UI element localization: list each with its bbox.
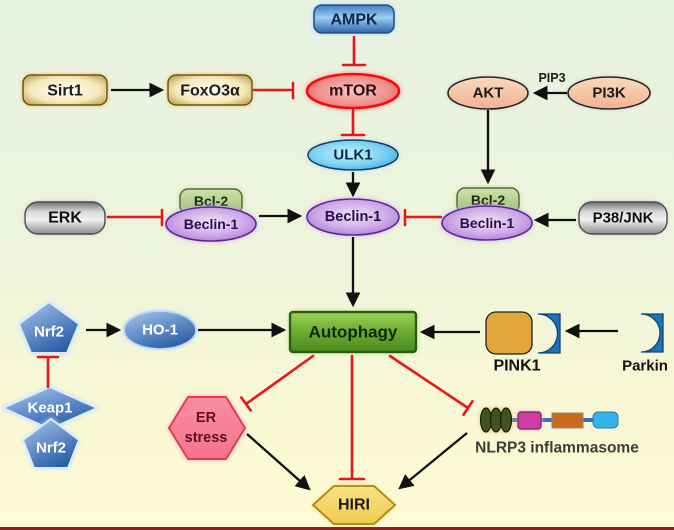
hiri-label: HIRI [338,497,370,514]
parkin-shape [640,313,664,353]
erk-label: ERK [48,210,82,227]
inhibition-edges [36,35,474,481]
ulk1-label: ULK1 [333,147,372,164]
nlrp3-orange-domain [551,412,584,429]
mtor-label: mTOR [329,83,377,100]
complex-bcl2-beclin1-left: Bcl-2 Beclin-1 [165,188,257,242]
node-akt: AKT [447,76,529,110]
erk-box [24,201,106,235]
inhibit-autophagy-erstress [240,354,315,412]
node-nlrp3: NLRP3 inflammasome [475,407,639,457]
beclin1-left-ellipse [165,206,257,242]
node-hiri: HIRI [311,485,397,525]
complex-bcl2-beclin1-right: Bcl-2 Beclin-1 [441,187,533,241]
nlrp3-lrr-ovals [479,407,513,433]
keap1-label: Keap1 [27,400,72,417]
node-erk: ERK [24,201,106,235]
node-foxo3a: FoxO3α [167,74,253,106]
inhibit-foxo3a-mtor [252,81,295,100]
node-ulk1: ULK1 [307,139,399,171]
hiri-hexagon [311,485,397,525]
pi3k-label: PI3K [592,85,626,102]
foxo3a-box [167,74,253,106]
node-beclin1-center: Beclin-1 [306,198,400,236]
bcl2-right-label: Bcl-2 [471,192,505,208]
node-autophagy: Autophagy [288,310,418,354]
activation-arrows [86,82,618,491]
node-er-stress: ER stress [167,396,247,460]
autophagy-box [288,310,418,354]
nrf2-bound-label: Nrf2 [36,440,66,457]
ampk-box [313,4,395,34]
arrow-erstress-hiri [246,433,311,491]
er-stress-label-line2: stress [185,430,228,446]
node-mtor: mTOR [305,72,401,110]
node-sirt1: Sirt1 [22,74,108,106]
inhibit-autophagy-nlrp3 [388,354,474,417]
arrow-nlrp3-hiri [398,432,468,490]
ulk1-ellipse [307,139,399,171]
beclin1-right-ellipse [441,205,533,241]
inhibit-rightcomplex-beclin1 [403,208,443,227]
nrf2-free-pentagon [17,300,81,354]
node-p38jnk: P38/JNK [578,201,668,235]
pink1-blue-shape [537,313,561,354]
ho1-label: HO-1 [142,322,178,339]
sirt1-label: Sirt1 [47,83,83,100]
inhibit-mtor-ulk1 [340,108,366,137]
node-parkin: Parkin [622,313,668,375]
parkin-label: Parkin [622,358,668,375]
node-nrf2-free: Nrf2 [17,300,81,354]
autophagy-label: Autophagy [309,323,398,342]
inhibit-keap1-nrf2 [36,355,60,389]
nlrp3-label: NLRP3 inflammasome [475,440,639,457]
inhibit-autophagy-hiri [338,354,366,481]
beclin1-right-label: Beclin-1 [460,215,515,231]
bcl2-left-label: Bcl-2 [194,193,228,209]
nrf2-bound-pentagon [21,417,81,469]
ho1-ellipse [123,310,197,350]
p38jnk-label: P38/JNK [593,210,654,227]
bottom-border-rule [0,527,674,530]
node-ho1: HO-1 [123,310,197,350]
beclin1-center-ellipse [306,198,400,236]
pink1-label: PINK1 [493,358,540,375]
node-nrf2-bound: Nrf2 [21,417,81,469]
mtor-ellipse [305,72,401,110]
node-pink1: PINK1 [485,311,561,375]
er-stress-hexagon [167,396,247,460]
pink1-orange-shape [485,311,533,355]
p38jnk-box [578,201,668,235]
er-stress-label-line1: ER [196,410,217,426]
inhibit-ampk-mtor [341,35,367,67]
node-pi3k: PI3K [567,76,651,110]
akt-label: AKT [473,85,504,102]
akt-ellipse [447,76,529,110]
beclin1-center-label: Beclin-1 [325,209,381,225]
node-ampk: AMPK [313,4,395,34]
nlrp3-cyan-domain [592,411,619,429]
ampk-label: AMPK [330,12,378,29]
inhibit-erk-leftcomplex [106,208,164,227]
nlrp3-magenta-domain [517,411,542,430]
pip3-label: PIP3 [538,71,565,85]
pi3k-ellipse [567,76,651,110]
sirt1-box [22,74,108,106]
beclin1-left-label: Beclin-1 [184,216,239,232]
foxo3a-label: FoxO3α [180,83,240,100]
nrf2-free-label: Nrf2 [34,324,64,341]
